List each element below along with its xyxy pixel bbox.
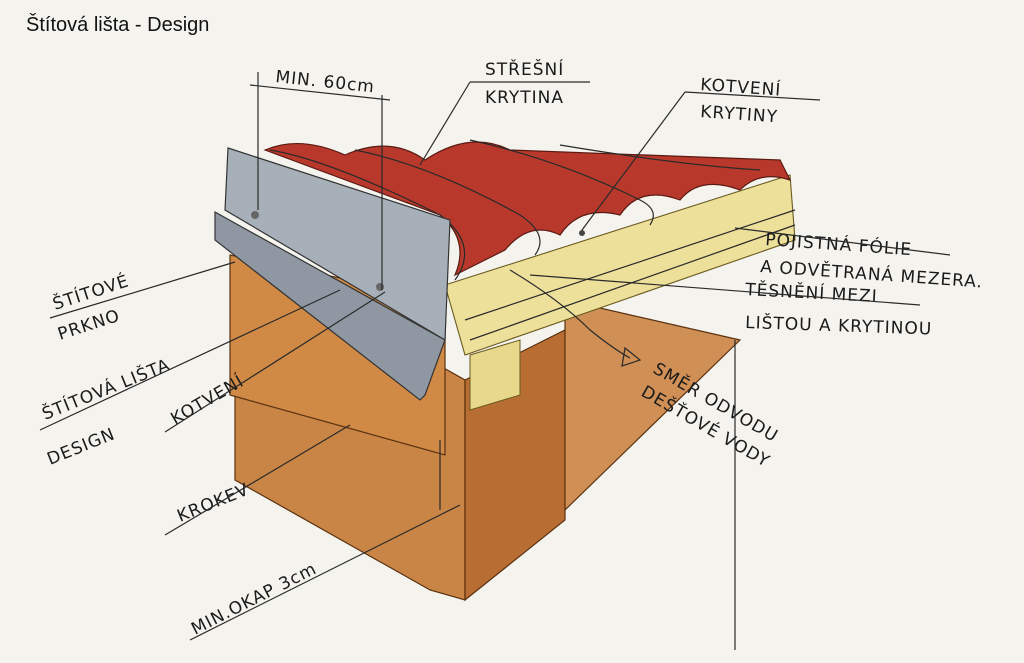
eave-dimension-line xyxy=(189,504,461,641)
battens-deck xyxy=(444,174,796,356)
screw-icon xyxy=(376,283,384,291)
label-anchor-roof-2: KRYTINY xyxy=(700,102,779,127)
dimension-line xyxy=(249,84,391,101)
leader-line xyxy=(39,289,341,431)
roofing-wave-3 xyxy=(469,139,654,226)
arrow-head-icon xyxy=(621,346,642,367)
leader-line xyxy=(419,81,471,166)
leader-line xyxy=(529,274,921,306)
leader-line xyxy=(164,424,351,536)
leader-line xyxy=(734,227,951,256)
screw-icon xyxy=(579,230,585,236)
batten-block xyxy=(469,339,521,411)
label-rafter: KROKEV xyxy=(174,480,252,527)
leader-line xyxy=(49,261,236,319)
label-roofing-1: STŘEŠNÍ xyxy=(485,58,564,80)
leader-line xyxy=(164,291,386,433)
page-title: Štítová lišta - Design xyxy=(26,14,210,36)
label-foil-1: POJISTNÁ FÓLIE xyxy=(765,228,913,260)
leader-line xyxy=(684,91,821,101)
roofing-wave-1 xyxy=(269,149,466,281)
drain-arrow-line xyxy=(509,269,631,359)
label-strip-2: DESIGN xyxy=(44,424,118,469)
screw-icon xyxy=(251,211,259,219)
roofing-wave-4 xyxy=(559,144,761,171)
label-board-1: ŠTÍTOVÉ xyxy=(50,269,132,314)
gable-strip-bend xyxy=(214,210,446,401)
label-seal-2: LIŠTOU A KRYTINOU xyxy=(745,311,933,340)
label-eave: MIN.OKAP 3cm xyxy=(188,559,320,639)
roofing-wave-2 xyxy=(354,149,541,256)
roofing-sheet xyxy=(263,141,792,277)
label-roofing-2: KRYTINA xyxy=(485,88,564,108)
label-strip-1: ŠTÍTOVÁ LIŠTA xyxy=(39,353,174,424)
rafter-end-face xyxy=(564,299,742,512)
leader-line xyxy=(581,91,686,231)
